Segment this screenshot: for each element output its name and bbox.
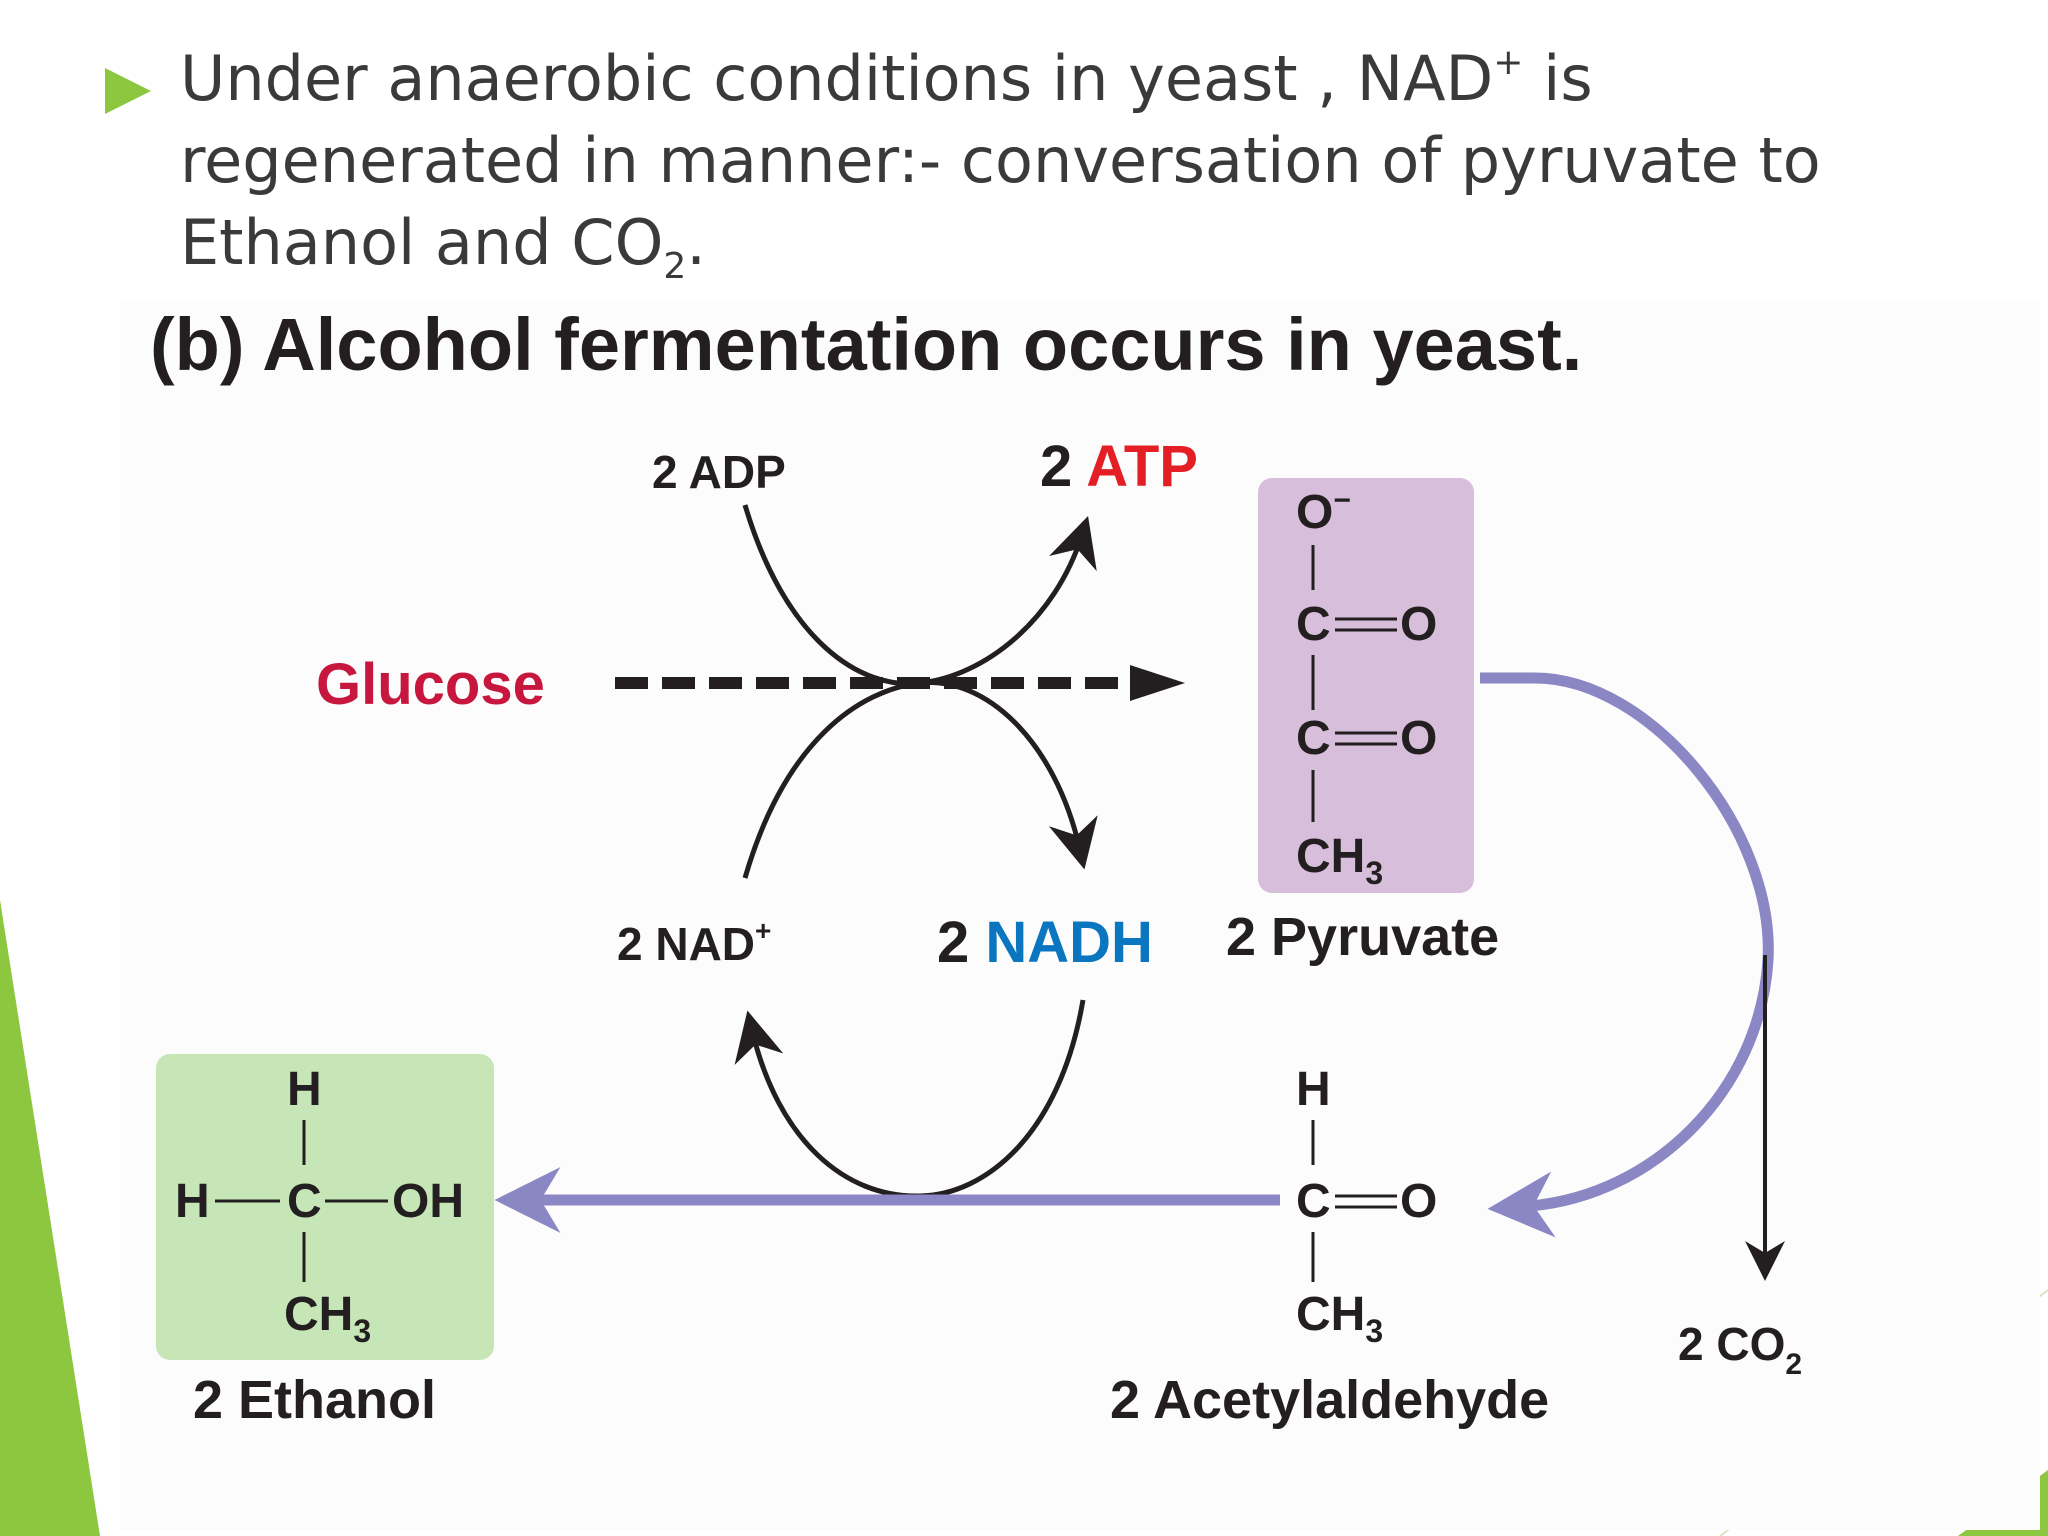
diagram-title: (b) Alcohol fermentation occurs in yeast… xyxy=(150,303,1582,386)
pyruvate-o-minus: O− xyxy=(1296,484,1351,539)
adp-label: 2 ADP xyxy=(652,446,786,498)
left-accent-triangle xyxy=(0,900,100,1536)
ethanol-h-left: H xyxy=(175,1175,210,1228)
ethanol-structure: H H C OH CH3 xyxy=(175,1063,464,1349)
pyruvate-c1: C xyxy=(1296,598,1331,651)
pyruvate-to-acetaldehyde-arrow xyxy=(1480,672,1774,1238)
ethanol-oh: OH xyxy=(392,1175,464,1228)
atp-label: 2 ATP xyxy=(1040,434,1198,499)
acetaldehyde-label: 2 Acetylaldehyde xyxy=(1110,1370,1549,1430)
acetaldehyde-c: C xyxy=(1296,1175,1331,1228)
co2-label: 2 CO2 xyxy=(1678,1318,1802,1381)
pyruvate-label: 2 Pyruvate xyxy=(1226,907,1499,967)
pyruvate-o2: O xyxy=(1400,712,1437,765)
ethanol-label: 2 Ethanol xyxy=(193,1370,436,1430)
bullet-arrow-icon xyxy=(105,68,151,114)
acetaldehyde-ch3: CH3 xyxy=(1296,1288,1383,1349)
glucose-arrowhead xyxy=(1130,665,1185,701)
nad-to-nadh-arrow xyxy=(742,679,1098,879)
bullet-text: Under anaerobic conditions in yeast , NA… xyxy=(180,42,1821,287)
pyruvate-ch3: CH3 xyxy=(1296,830,1383,891)
ethanol-h-top: H xyxy=(287,1063,322,1116)
acetaldehyde-structure: H C O CH3 xyxy=(1296,1063,1437,1349)
ethanol-c: C xyxy=(287,1175,322,1228)
ethanol-ch3: CH3 xyxy=(284,1288,371,1349)
nad-label: 2 NAD+ xyxy=(617,915,771,970)
ethanol-box xyxy=(156,1054,494,1360)
glucose-label: Glucose xyxy=(316,652,545,717)
nadh-label: 2 NADH xyxy=(937,910,1153,975)
acetaldehyde-o: O xyxy=(1400,1175,1437,1228)
pyruvate-c2: C xyxy=(1296,712,1331,765)
pyruvate-o1: O xyxy=(1400,598,1437,651)
pyruvate-box xyxy=(1258,478,1474,893)
acetaldehyde-h: H xyxy=(1296,1063,1331,1116)
pyruvate-structure: O− C O C O CH3 xyxy=(1296,484,1437,891)
